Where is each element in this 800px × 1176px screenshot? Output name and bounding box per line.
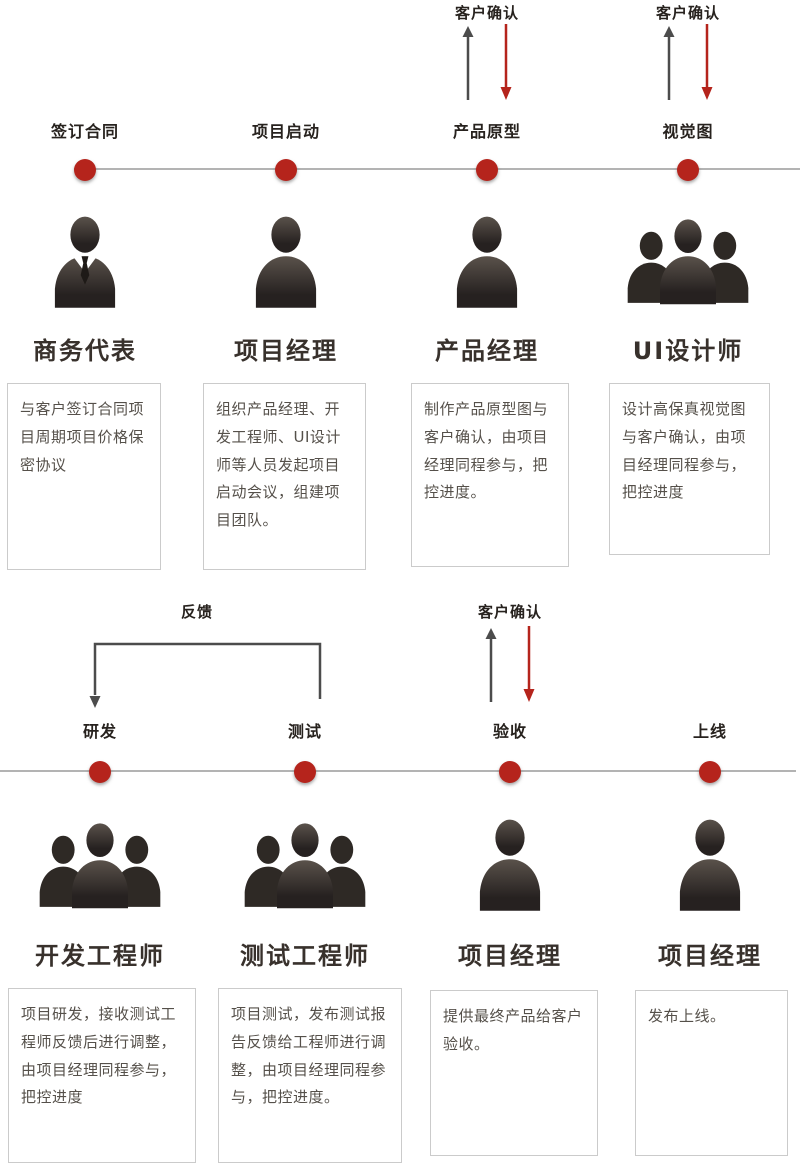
stage-description: 项目测试，发布测试报告反馈给工程师进行调整，由项目经理同程参与，把控进度。 [218, 988, 402, 1163]
stage-tag: 研发 [82, 722, 118, 741]
team-icon [627, 219, 749, 305]
stage-description: 发布上线。 [635, 990, 788, 1156]
milestone-dot [476, 159, 498, 181]
timeline-row-2 [0, 770, 796, 772]
confirm-arrows-icon [484, 626, 536, 704]
milestone-dot [294, 761, 316, 783]
stage-tag: 产品原型 [452, 122, 522, 141]
businessman-icon [54, 216, 116, 308]
milestone-dot [74, 159, 96, 181]
role-name: UI设计师 [632, 337, 744, 365]
milestone-dot [275, 159, 297, 181]
milestone-dot [699, 761, 721, 783]
stage-description: 提供最终产品给客户验收。 [430, 990, 598, 1156]
person-icon [255, 216, 317, 308]
role-name: 项目经理 [458, 942, 562, 970]
stage-tag: 项目启动 [251, 122, 321, 141]
stage-tag: 上线 [692, 722, 728, 741]
stage-description: 设计高保真视觉图与客户确认，由项目经理同程参与，把控进度 [609, 383, 770, 555]
stage-description: 组织产品经理、开发工程师、UI设计师等人员发起项目启动会议，组建项目团队。 [203, 383, 366, 570]
customer-confirm-label: 客户确认 [477, 603, 543, 621]
stage-tag: 视觉图 [662, 122, 714, 141]
person-icon [456, 216, 518, 308]
confirm-arrows-icon [461, 24, 513, 102]
team-icon [244, 823, 366, 909]
feedback-arrow-icon [89, 642, 322, 708]
stage-description: 项目研发，接收测试工程师反馈后进行调整，由项目经理同程参与，把控进度 [8, 988, 196, 1163]
feedback-label: 反馈 [180, 603, 214, 621]
role-name: 测试工程师 [240, 942, 370, 970]
customer-confirm-label: 客户确认 [655, 4, 721, 22]
customer-confirm-label: 客户确认 [454, 4, 520, 22]
stage-tag: 验收 [492, 722, 528, 741]
stage-description: 制作产品原型图与客户确认，由项目经理同程参与，把控进度。 [411, 383, 569, 567]
stage-tag: 测试 [287, 722, 323, 741]
milestone-dot [499, 761, 521, 783]
milestone-dot [89, 761, 111, 783]
timeline-row-1 [74, 168, 800, 170]
confirm-arrows-icon [662, 24, 714, 102]
person-icon [679, 819, 741, 911]
role-name: 开发工程师 [35, 942, 165, 970]
stage-description: 与客户签订合同项目周期项目价格保密协议 [7, 383, 161, 570]
role-name: 商务代表 [33, 337, 137, 365]
person-icon [479, 819, 541, 911]
role-name: 项目经理 [234, 337, 338, 365]
milestone-dot [677, 159, 699, 181]
team-icon [39, 823, 161, 909]
role-name: 产品经理 [435, 337, 539, 365]
role-name: 项目经理 [658, 942, 762, 970]
stage-tag: 签订合同 [50, 122, 120, 141]
